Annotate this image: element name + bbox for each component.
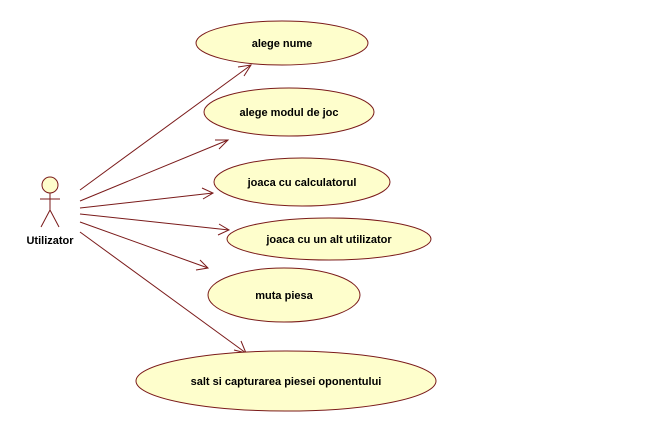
association-alege-modul-de-joc	[79, 139, 229, 202]
association-salt-si-capturarea	[79, 231, 247, 354]
use-case-ellipse	[213, 157, 391, 207]
use-case-alege-nume[interactable]: alege nume	[195, 20, 369, 66]
use-case-label: joaca cu un alt utilizator	[265, 234, 392, 246]
use-case-label: alege modul de joc	[239, 107, 338, 119]
use-case-ellipse	[226, 217, 432, 261]
use-case-salt-si-capturarea-piesei-oponentului[interactable]: salt si capturarea piesei oponentului	[135, 350, 437, 412]
use-case-label: alege nume	[252, 38, 313, 50]
association-muta-piesa	[79, 221, 209, 269]
association-joaca-cu-un-alt-utilizator	[79, 213, 230, 231]
use-case-label: muta piesa	[255, 290, 313, 302]
association-joaca-cu-calculatorul	[79, 192, 214, 209]
use-case-ellipse	[207, 267, 361, 323]
use-case-label: joaca cu calculatorul	[247, 177, 357, 189]
arrowhead-muta-piesa	[195, 259, 210, 271]
use-case-joaca-cu-un-alt-utilizator[interactable]: joaca cu un alt utilizator	[226, 217, 432, 261]
actor-label: Utilizator	[26, 235, 74, 247]
use-case-ellipse	[195, 20, 369, 66]
use-case-joaca-cu-calculatorul[interactable]: joaca cu calculatorul	[213, 157, 391, 207]
stick-figure-actor-icon	[40, 176, 60, 228]
arrowhead-alege-nume	[237, 64, 253, 77]
arrowhead-alege-modul-de-joc	[215, 139, 230, 150]
associations	[79, 64, 253, 354]
actor-utilizator[interactable]: Utilizator	[26, 176, 74, 247]
use-case-label: salt si capturarea piesei oponentului	[191, 376, 382, 388]
use-case-alege-modul-de-joc[interactable]: alege modul de joc	[203, 87, 375, 137]
use-case-ellipse	[203, 87, 375, 137]
use-case-ellipse	[135, 350, 437, 412]
association-alege-nume	[79, 64, 252, 191]
arrowhead-joaca-cu-un-alt-utilizator	[217, 223, 231, 236]
use-case-muta-piesa[interactable]: muta piesa	[207, 267, 361, 323]
arrowhead-joaca-cu-calculatorul	[201, 187, 215, 200]
